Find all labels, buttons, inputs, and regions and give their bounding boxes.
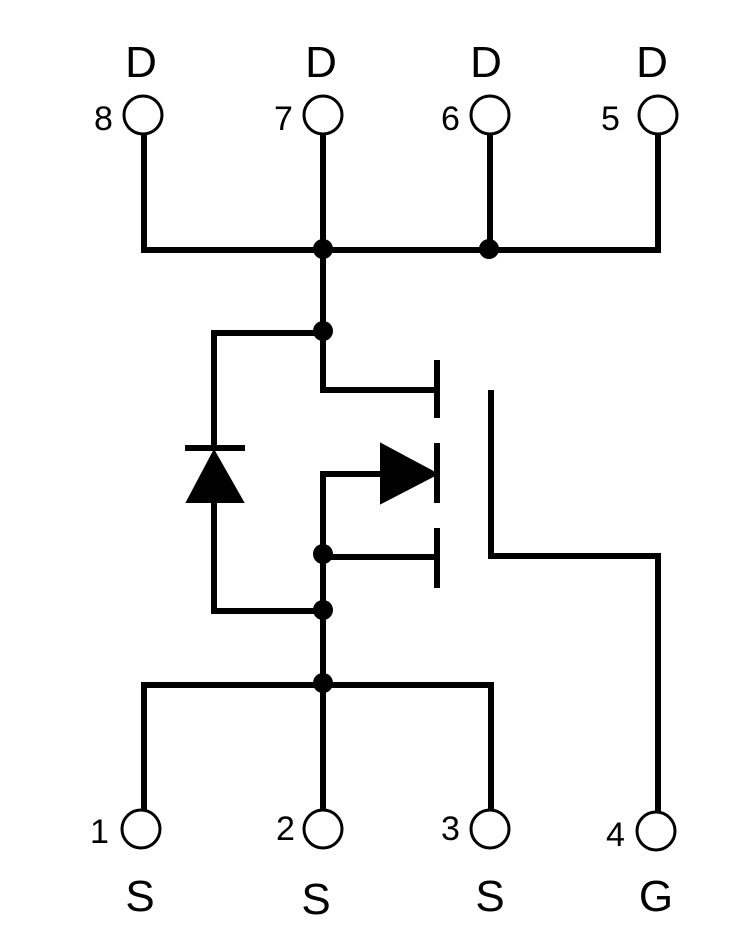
pin-number: 8 xyxy=(94,100,113,138)
gate-wire xyxy=(488,390,661,815)
body-wire xyxy=(320,471,385,555)
pin-pad xyxy=(302,94,344,136)
pin-6: 6 D xyxy=(441,38,511,138)
pin-pad xyxy=(469,94,511,136)
pin-2: 2 S xyxy=(276,808,344,924)
pin-1: 1 S xyxy=(90,808,162,921)
body-diode xyxy=(185,445,323,614)
pin-number: 4 xyxy=(606,816,625,854)
pin-name: S xyxy=(301,875,330,924)
pin-number: 1 xyxy=(90,813,109,851)
source-bus-wire xyxy=(141,682,494,810)
pin-number: 3 xyxy=(441,810,460,848)
pin-name: D xyxy=(125,38,157,87)
pin-4: 4 G xyxy=(606,810,677,921)
junction-dot xyxy=(313,239,333,259)
pin-name: D xyxy=(305,38,337,87)
pin-pad xyxy=(302,808,344,850)
junction-dot xyxy=(479,239,499,259)
pin-name: G xyxy=(639,872,673,921)
junction-dot xyxy=(313,544,333,564)
drain-to-diode-wire xyxy=(211,330,323,448)
pin-8: 8 D xyxy=(94,38,164,138)
source-network xyxy=(141,555,494,810)
pin-number: 7 xyxy=(274,100,293,138)
pin-pad xyxy=(635,810,677,852)
body-arrow-icon xyxy=(380,442,440,505)
diode-triangle-icon xyxy=(185,448,245,503)
pin-name: D xyxy=(636,38,668,87)
pin-name: D xyxy=(470,38,502,87)
pin-name: S xyxy=(125,872,154,921)
drain-channel-wire xyxy=(320,333,437,393)
pin-name: S xyxy=(475,872,504,921)
pin-pad xyxy=(120,808,162,850)
pin-number: 6 xyxy=(441,100,460,138)
junction-dot xyxy=(313,600,333,620)
pin-pad xyxy=(637,94,679,136)
pin-5: 5 D xyxy=(601,38,679,138)
pin-number: 2 xyxy=(276,810,295,848)
diode-to-source-wire xyxy=(211,500,323,614)
mosfet-symbol xyxy=(211,321,661,815)
pin-pad xyxy=(469,808,511,850)
pin-pad xyxy=(122,94,164,136)
junction-dot xyxy=(313,673,333,693)
drain-network xyxy=(141,135,661,335)
junction-dot xyxy=(313,321,333,341)
pin-7: 7 D xyxy=(274,38,344,138)
pin-number: 5 xyxy=(601,100,620,138)
pin-3: 3 S xyxy=(441,808,511,921)
